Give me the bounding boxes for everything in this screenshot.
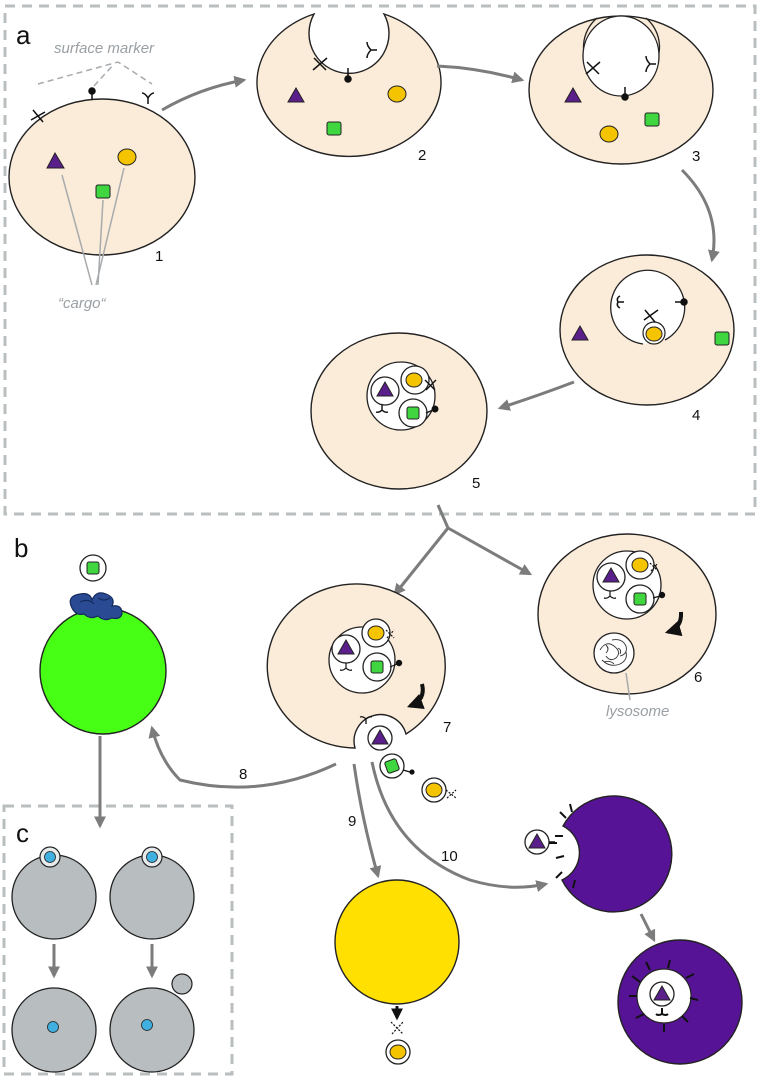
step-10-label: 10	[441, 848, 458, 865]
arrow-9	[352, 763, 382, 879]
step-8-label: 8	[239, 766, 247, 783]
panel-a-frame	[3, 4, 757, 516]
panel-label-b: b	[14, 533, 28, 563]
cell-1: surface marker “cargo“ 1	[8, 40, 196, 312]
arrow-1-to-2	[161, 75, 247, 112]
step-6-label: 6	[694, 669, 702, 686]
arrow-4-to-5	[497, 380, 575, 411]
step-4-label: 4	[692, 407, 700, 424]
cell-6-lysosome-pathway: lysosome 6	[537, 533, 717, 720]
fork-arrows	[393, 504, 533, 596]
lysosome-label: lysosome	[606, 703, 669, 720]
step-3-label: 3	[692, 148, 700, 165]
cargo-yellow	[117, 148, 137, 166]
arrow-10	[370, 761, 549, 892]
cargo-triangle	[46, 151, 65, 169]
step-5-label: 5	[472, 475, 480, 492]
cargo-leaders	[61, 167, 125, 286]
arrow-8	[148, 725, 337, 789]
panel-label-a: a	[16, 20, 31, 50]
green-recipient-cell	[39, 554, 167, 735]
cell-3: 3	[528, 15, 714, 165]
panel-c-content	[11, 846, 195, 1073]
step-1-label: 1	[155, 248, 163, 265]
step-9-label: 9	[348, 813, 356, 830]
cargo-green	[95, 184, 111, 199]
surface-marker-label: surface marker	[54, 40, 155, 57]
panel-c-frame	[2, 804, 234, 1076]
step-2-label: 2	[418, 147, 426, 164]
cargo-label: “cargo“	[58, 295, 107, 312]
lysosome-organelle	[593, 632, 635, 674]
cell-4: 4	[559, 254, 735, 424]
purple-recipient-cell	[524, 795, 743, 1065]
cell-7-secretion: 7	[266, 583, 457, 803]
surface-marker-leaders	[37, 61, 153, 87]
arrow-2-to-3	[436, 64, 525, 84]
surface-markers-cell-1	[30, 87, 155, 123]
panel-label-c: c	[16, 818, 29, 848]
arrow-3-to-4	[680, 168, 720, 263]
yellow-recipient-cell	[334, 879, 460, 1065]
cell-2: 2	[256, 12, 442, 164]
step-7-label: 7	[443, 719, 451, 736]
cell-5-multivesicular-body: 5	[310, 332, 488, 492]
